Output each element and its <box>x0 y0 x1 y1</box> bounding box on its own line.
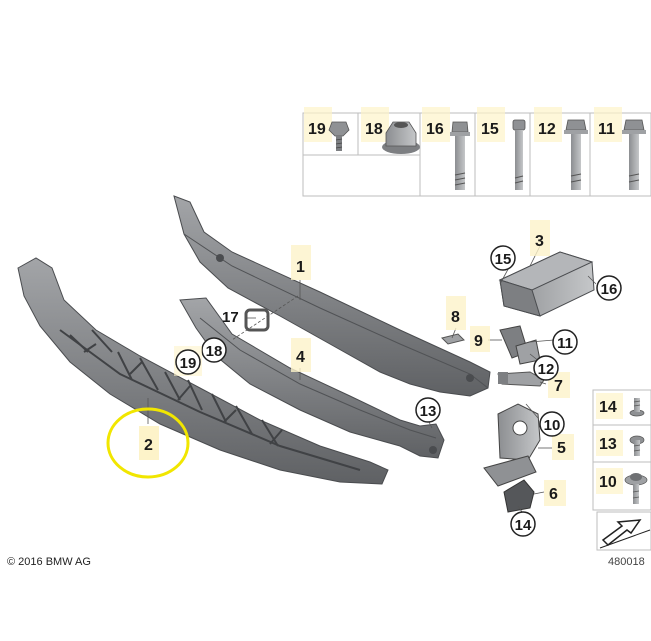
callout-9: 9 <box>470 326 490 352</box>
callout-4: 4 <box>291 338 311 372</box>
callout-19-circle: 19 <box>174 346 202 376</box>
callout-15-circle-label: 15 <box>495 251 512 268</box>
callout-14-circle: 14 <box>510 511 536 537</box>
callout-19-top-label: 19 <box>308 121 326 138</box>
callout-16-circle-label: 16 <box>601 281 618 298</box>
callout-18-top-label: 18 <box>365 121 383 138</box>
holder-part-9 <box>499 325 541 365</box>
callout-7-label: 7 <box>554 378 563 395</box>
long-screw-12-icon <box>564 119 588 190</box>
flange-screw-10-icon <box>624 473 648 504</box>
long-screw-16-icon <box>450 121 470 190</box>
callout-18-circle-label: 18 <box>206 343 223 360</box>
callout-16-circle: 16 <box>596 275 622 301</box>
callout-16-top-label: 16 <box>426 121 444 138</box>
cap-part-6 <box>503 479 535 513</box>
callout-4-label: 4 <box>296 349 305 366</box>
figure-number: 480018 <box>608 556 645 568</box>
callout-11-top-label: 11 <box>598 121 615 138</box>
callout-17-label: 17 <box>222 309 239 326</box>
hex-nut-icon <box>382 121 420 154</box>
side-fastener-table: 14 13 10 <box>592 389 651 551</box>
direction-arrow-icon <box>596 511 651 551</box>
callout-10-side: 10 <box>596 468 623 494</box>
callout-11-circle: 11 <box>552 329 578 355</box>
absorber-part-2 <box>17 257 389 485</box>
long-screw-15-icon <box>512 119 526 190</box>
callout-13-circle-label: 13 <box>420 403 437 420</box>
holder-part-5 <box>483 403 541 487</box>
callout-13-side: 13 <box>596 430 623 456</box>
callout-8-label: 8 <box>451 309 460 326</box>
callout-18-top: 18 <box>361 107 389 142</box>
callout-13-side-label: 13 <box>599 436 617 453</box>
callout-12-top: 12 <box>534 107 562 142</box>
callout-19-circle-label: 19 <box>180 355 197 372</box>
callout-18-circle: 18 <box>201 337 227 363</box>
callout-15-circle: 15 <box>490 245 516 271</box>
top-fastener-table: 19 18 16 15 12 11 <box>302 107 651 197</box>
collar-screw-icon <box>328 121 350 151</box>
callout-14-side: 14 <box>596 393 623 419</box>
callout-1-label: 1 <box>296 259 305 276</box>
callout-10-circle-label: 10 <box>544 417 561 434</box>
callout-3-label: 3 <box>535 233 544 250</box>
callout-11-circle-label: 11 <box>557 335 573 352</box>
callout-16-top: 16 <box>422 107 450 142</box>
callout-13-circle: 13 <box>415 397 441 423</box>
callout-10-circle: 10 <box>539 411 565 437</box>
callout-17: 17 <box>222 309 239 326</box>
callout-2-label: 2 <box>144 437 153 454</box>
callout-2-highlight: 2 <box>106 407 190 479</box>
callout-19-top: 19 <box>304 107 332 142</box>
callout-15-top: 15 <box>477 107 505 142</box>
bracket-part-3 <box>498 251 595 317</box>
callout-12-circle-label: 12 <box>538 361 555 378</box>
carrier-part-4 <box>179 297 445 459</box>
callout-12-circle: 12 <box>533 355 559 381</box>
gasket-part-17 <box>244 308 270 332</box>
callout-11-top: 11 <box>594 107 622 142</box>
callout-10-side-label: 10 <box>599 474 617 491</box>
callout-14-side-label: 14 <box>599 399 617 416</box>
callout-12-top-label: 12 <box>538 121 556 138</box>
small-screw-14-icon <box>629 398 645 417</box>
callout-14-circle-label: 14 <box>515 517 532 534</box>
callout-15-top-label: 15 <box>481 121 499 138</box>
carrier-part-1 <box>173 195 491 397</box>
callout-6: 6 <box>544 480 566 506</box>
long-screw-11-icon <box>622 119 646 190</box>
copyright-text: © 2016 BMW AG <box>7 556 91 568</box>
callout-5: 5 <box>552 434 574 460</box>
callout-3: 3 <box>530 220 550 256</box>
callout-6-label: 6 <box>549 486 558 503</box>
callout-1: 1 <box>291 245 311 280</box>
callout-9-label: 9 <box>474 333 483 350</box>
callout-7: 7 <box>548 372 570 398</box>
small-screw-13-icon <box>629 435 645 456</box>
callout-8: 8 <box>446 296 466 330</box>
callout-5-label: 5 <box>557 440 566 457</box>
